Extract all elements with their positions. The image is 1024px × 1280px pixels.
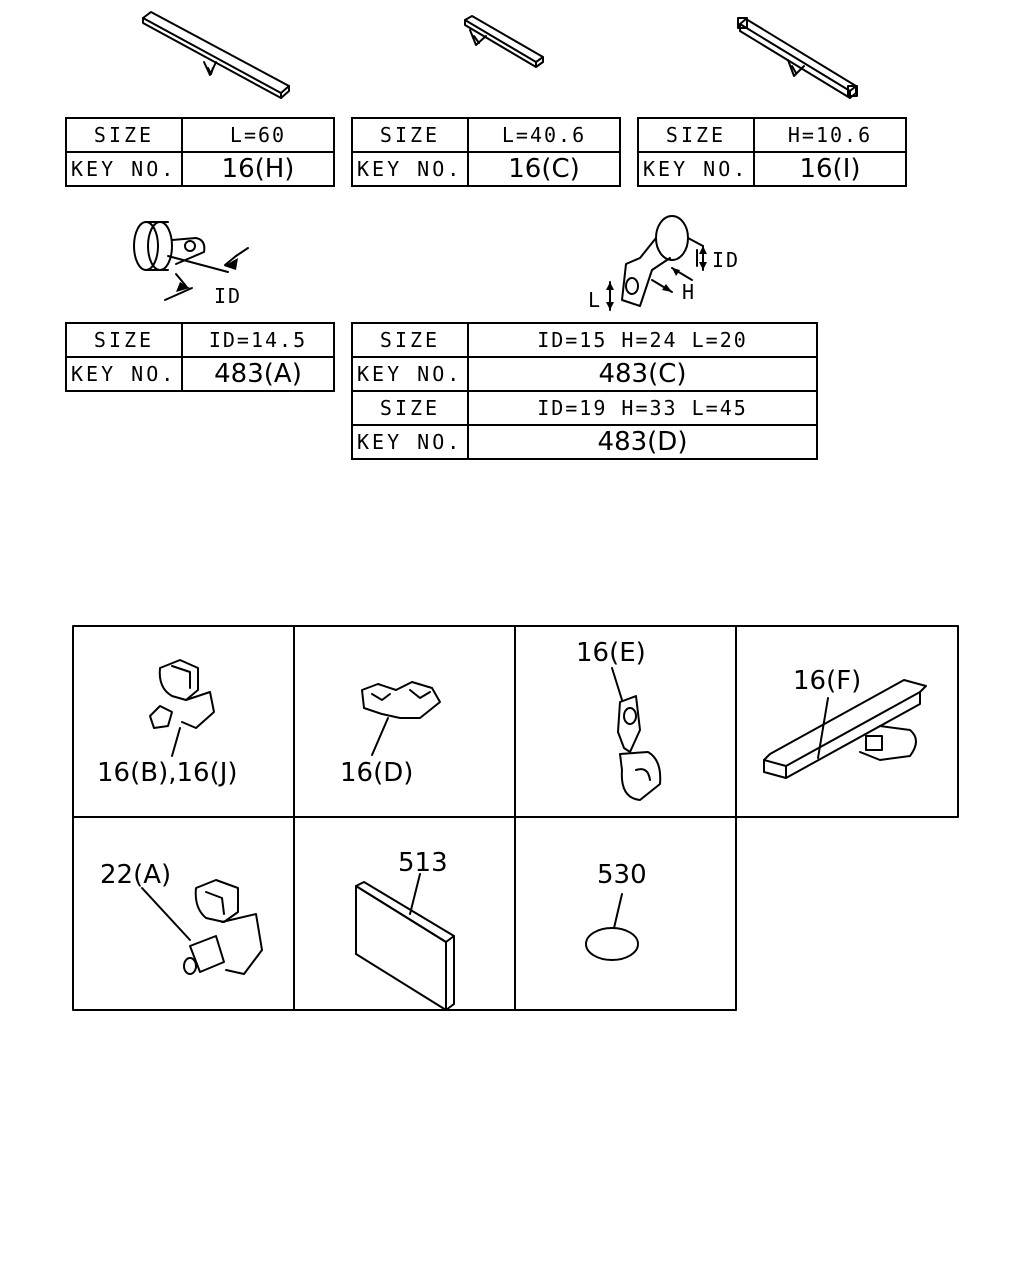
clip-22a-drawing — [141, 879, 263, 975]
dim-l: L — [588, 288, 603, 312]
arrowhead — [606, 282, 614, 290]
size-label: SIZE — [637, 117, 755, 153]
clip-16i-drawing — [737, 17, 858, 99]
clamp-483a-drawing — [133, 221, 249, 301]
part-label-22a: 22(A) — [100, 860, 172, 890]
clip-16c-drawing — [464, 15, 544, 68]
oval-530-drawing — [585, 893, 639, 961]
spec-table-16i: SIZE H=10.6 KEY NO. 16(I) — [637, 117, 907, 187]
spec-table-483cd: SIZE ID=15 H=24 L=20 KEY NO. 483(C) SIZE… — [351, 322, 818, 460]
arrowhead — [662, 284, 672, 292]
key-label: KEY NO. — [637, 151, 755, 187]
clip-16d-drawing — [361, 681, 441, 756]
size-label: SIZE — [65, 117, 183, 153]
arrowhead — [224, 258, 238, 270]
part-label-16f: 16(F) — [793, 666, 862, 696]
spec-table-483a: SIZE ID=14.5 KEY NO. 483(A) — [65, 322, 335, 392]
clip-16f-drawing — [763, 679, 927, 779]
arrowhead — [176, 282, 190, 292]
key-label: KEY NO. — [351, 424, 469, 460]
key-value: 483(C) — [467, 356, 818, 392]
parts-grid-lines — [72, 625, 959, 1011]
clip-16e-drawing — [611, 667, 662, 801]
key-label: KEY NO. — [351, 356, 469, 392]
key-value: 16(H) — [181, 151, 335, 187]
size-value: L=60 — [181, 117, 335, 153]
arrowhead — [699, 246, 707, 254]
key-value: 16(I) — [753, 151, 907, 187]
key-label: KEY NO. — [65, 356, 183, 392]
size-value: L=40.6 — [467, 117, 621, 153]
clip-16bj-drawing — [149, 659, 215, 757]
dim-id-left: ID — [214, 284, 243, 308]
size-label: SIZE — [65, 322, 183, 358]
size-label: SIZE — [351, 117, 469, 153]
spec-table-16h: SIZE L=60 KEY NO. 16(H) — [65, 117, 335, 187]
size-label: SIZE — [351, 322, 469, 358]
size-value: ID=14.5 — [181, 322, 335, 358]
key-label: KEY NO. — [65, 151, 183, 187]
clip-16h-drawing — [142, 11, 290, 99]
part-label-513: 513 — [398, 848, 448, 878]
part-label-530: 530 — [597, 860, 647, 890]
key-value: 16(C) — [467, 151, 621, 187]
size-label: SIZE — [351, 390, 469, 426]
key-value: 483(D) — [467, 424, 818, 460]
dim-id-right: ID — [712, 248, 741, 272]
part-label-16d: 16(D) — [340, 758, 414, 788]
size-value: ID=19 H=33 L=45 — [467, 390, 818, 426]
size-value: H=10.6 — [753, 117, 907, 153]
arrowhead — [699, 262, 707, 270]
arrowhead — [606, 302, 614, 310]
size-value: ID=15 H=24 L=20 — [467, 322, 818, 358]
arrowhead — [672, 268, 680, 276]
key-label: KEY NO. — [351, 151, 469, 187]
spec-table-16c: SIZE L=40.6 KEY NO. 16(C) — [351, 117, 621, 187]
part-label-16bj: 16(B),16(J) — [97, 758, 238, 788]
part-label-16e: 16(E) — [576, 638, 646, 668]
pad-513-drawing — [355, 873, 455, 1011]
dim-h: H — [682, 280, 697, 304]
key-value: 483(A) — [181, 356, 335, 392]
